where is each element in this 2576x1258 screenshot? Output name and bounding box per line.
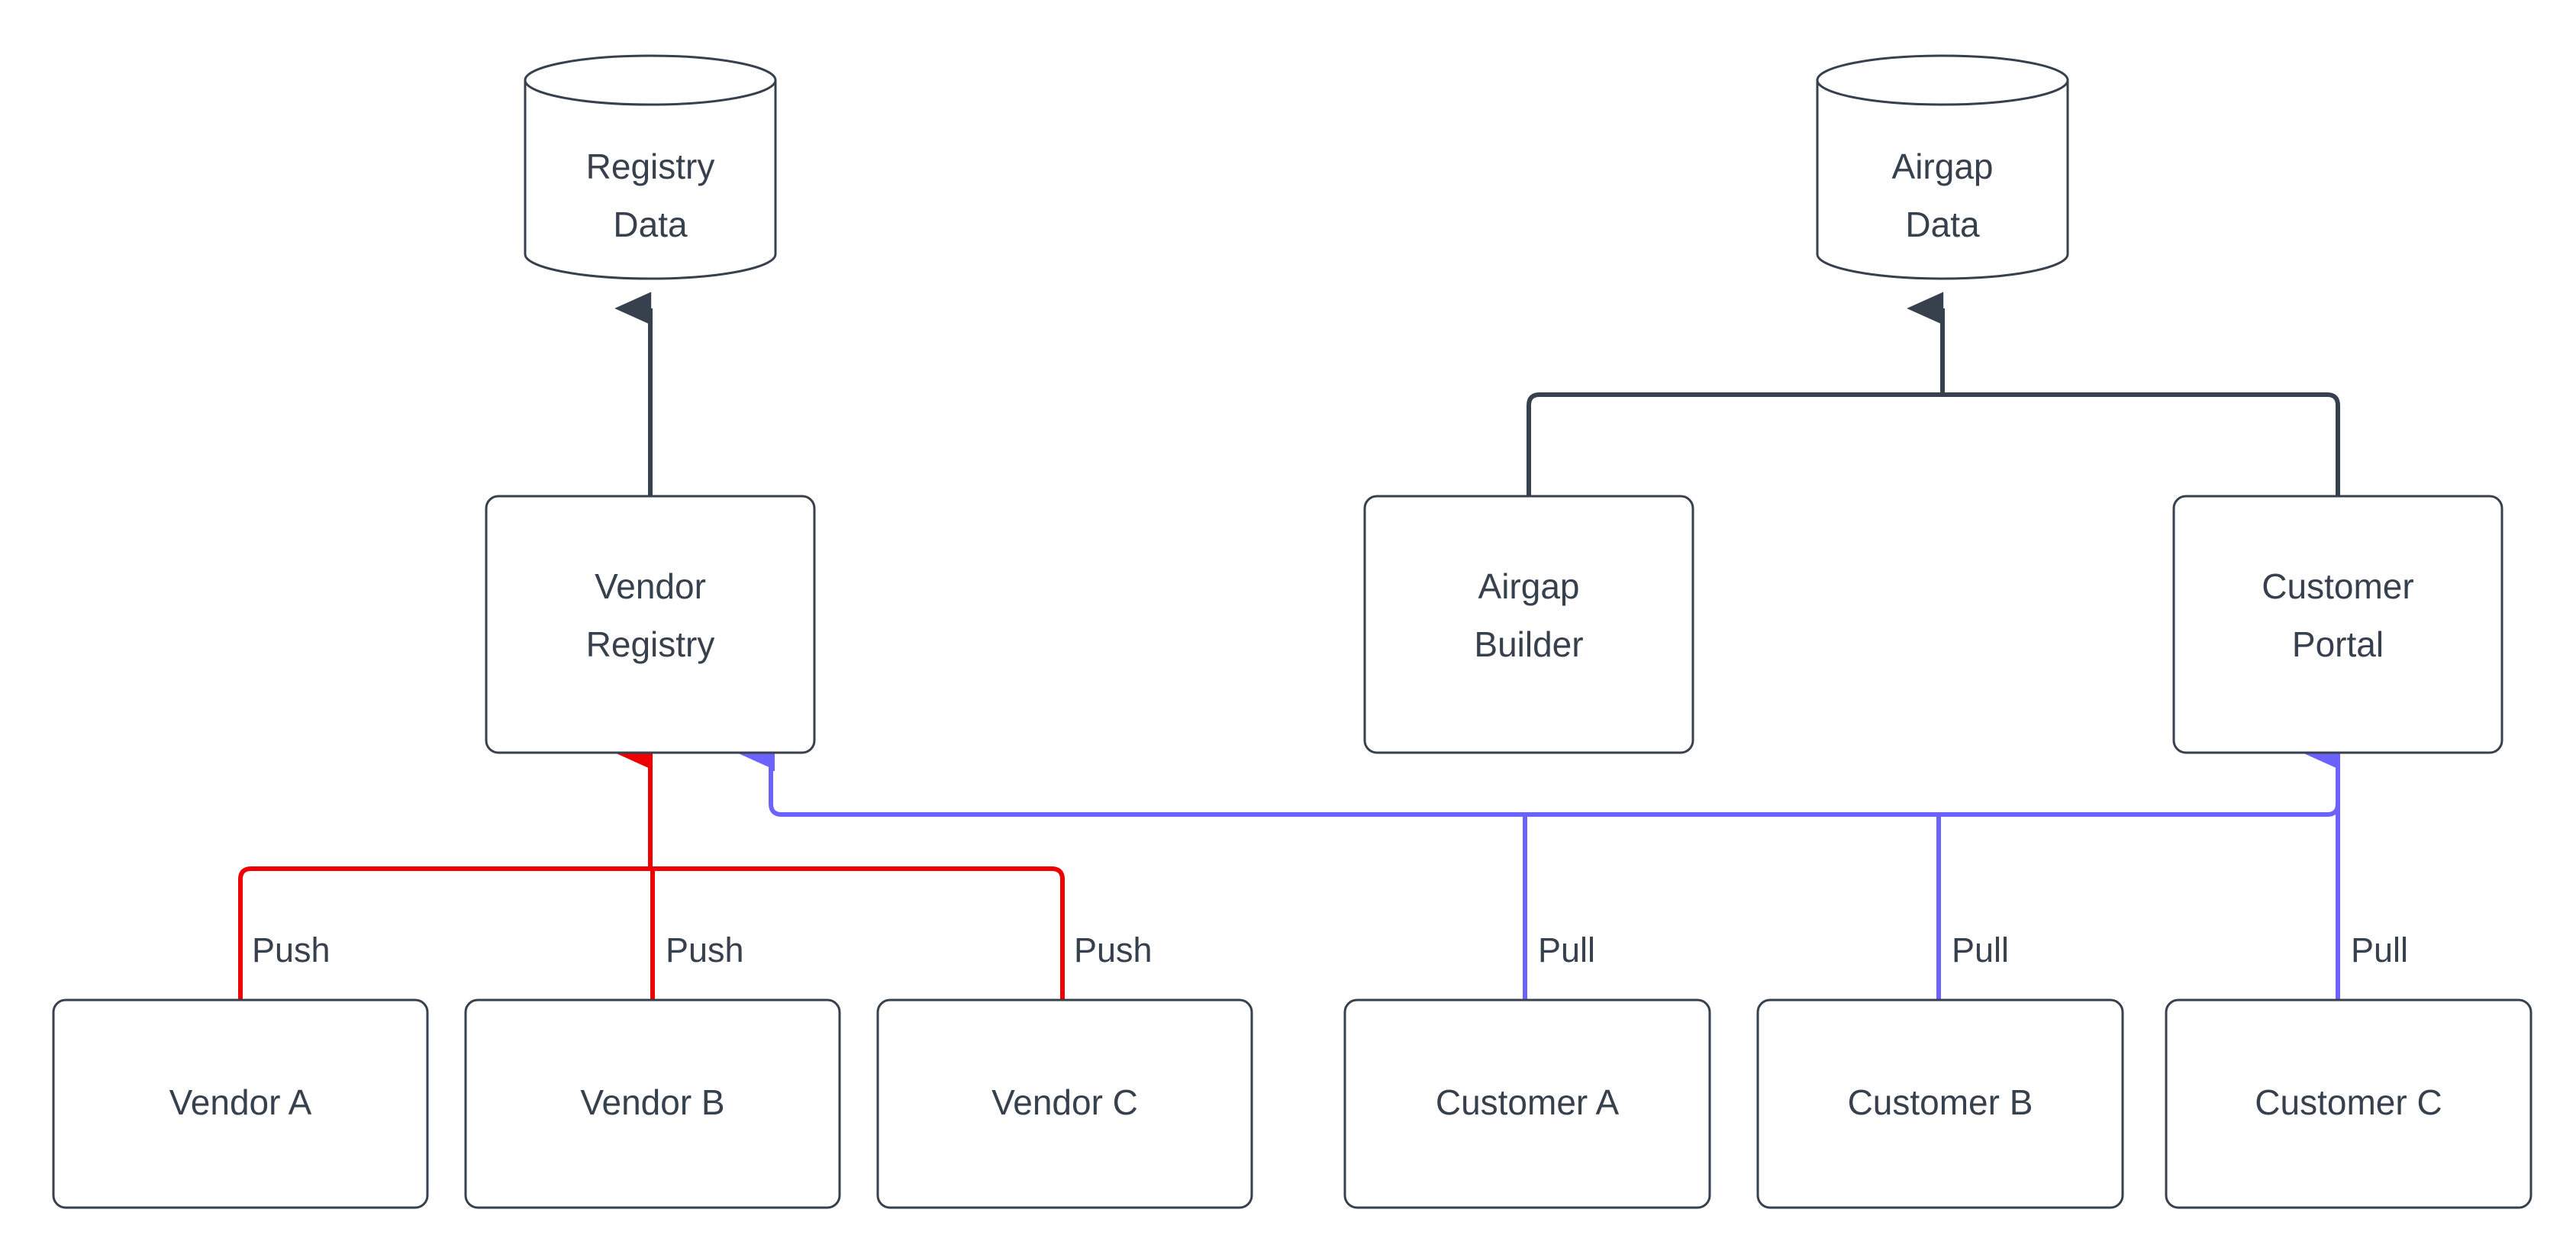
vendor-c-box xyxy=(876,998,1253,1209)
vendor-b-label: Vendor B xyxy=(580,1082,724,1122)
airgap-data-label-line1: Airgap xyxy=(1892,147,1994,186)
node-vendor-registry[interactable]: Vendor Registry xyxy=(485,495,816,754)
customer-b-label: Customer B xyxy=(1848,1082,2033,1122)
edge-label-pull-b: Pull xyxy=(1952,931,2009,969)
node-customer-b[interactable]: Customer B xyxy=(1756,998,2124,1209)
customer-b-box xyxy=(1756,998,2124,1209)
airgap-data-label-line2: Data xyxy=(1905,205,1980,244)
node-vendor-b[interactable]: Vendor B xyxy=(464,998,841,1209)
customer-portal-label-line1: Customer xyxy=(2262,566,2413,606)
customer-c-box xyxy=(2165,998,2532,1209)
registry-data-label-line2: Data xyxy=(613,205,688,244)
vendor-c-label: Vendor C xyxy=(991,1082,1138,1122)
node-vendor-c[interactable]: Vendor C xyxy=(876,998,1253,1209)
airgap-builder-box xyxy=(1363,495,1694,754)
cylinder-database-icon xyxy=(524,79,777,280)
node-vendor-a[interactable]: Vendor A xyxy=(52,998,429,1209)
edge-label-pull-a: Pull xyxy=(1538,931,1595,969)
vendor-registry-box xyxy=(485,495,816,754)
edge-label-push-c: Push xyxy=(1074,931,1153,969)
node-airgap-builder[interactable]: Airgap Builder xyxy=(1363,495,1694,754)
customer-portal-label-line2: Portal xyxy=(2292,624,2384,664)
edge-airgap-bus xyxy=(1527,392,2340,496)
vendor-a-box xyxy=(52,998,429,1209)
node-airgap-data[interactable]: Airgap Data xyxy=(1816,54,2069,280)
node-customer-c[interactable]: Customer C xyxy=(2165,998,2532,1209)
edge-label-push-b: Push xyxy=(666,931,744,969)
node-customer-a[interactable]: Customer A xyxy=(1343,998,1711,1209)
customer-c-label: Customer C xyxy=(2255,1082,2442,1122)
vendor-registry-label-line1: Vendor xyxy=(595,566,706,606)
edge-pull-bus xyxy=(769,753,2340,817)
edge-label-push-a: Push xyxy=(252,931,330,969)
cylinder-database-icon xyxy=(1816,79,2069,280)
vendor-b-box xyxy=(464,998,841,1209)
customer-a-box xyxy=(1343,998,1711,1209)
node-registry-data[interactable]: Registry Data xyxy=(524,54,777,280)
customer-portal-box xyxy=(2172,495,2503,754)
airgap-builder-label-line1: Airgap xyxy=(1478,566,1580,606)
vendor-registry-label-line2: Registry xyxy=(586,624,715,664)
customer-a-label: Customer A xyxy=(1436,1082,1620,1122)
cylinder-top-ellipse-icon xyxy=(1816,54,2069,106)
registry-data-label-line1: Registry xyxy=(586,147,715,186)
airgap-builder-label-line2: Builder xyxy=(1474,624,1583,664)
edge-label-pull-c: Pull xyxy=(2351,931,2408,969)
cylinder-top-ellipse-icon xyxy=(524,54,777,106)
node-customer-portal[interactable]: Customer Portal xyxy=(2172,495,2503,754)
vendor-a-label: Vendor A xyxy=(169,1082,312,1122)
